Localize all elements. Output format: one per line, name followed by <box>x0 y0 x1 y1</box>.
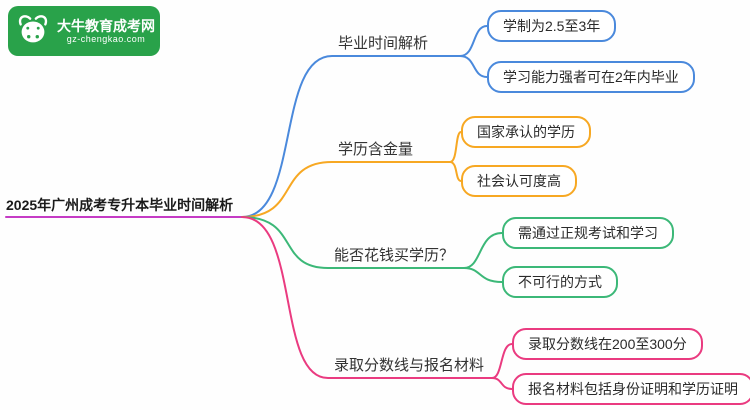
branch-orange-connectors <box>241 131 462 218</box>
branch-graduation-time: 毕业时间解析 <box>338 35 429 52</box>
leaf-materials: 报名材料包括身份证明和学历证明 <box>512 373 750 405</box>
logo-title: 大牛教育成考网 <box>57 17 155 34</box>
branch-degree-value: 学历含金量 <box>338 141 414 158</box>
branch-score-materials: 录取分数线与报名材料 <box>334 357 485 374</box>
branch-blue-connectors <box>241 25 488 218</box>
branch-green-connectors <box>241 216 503 283</box>
leaf-formal-exam: 需通过正规考试和学习 <box>502 217 674 249</box>
site-logo: 大牛教育成考网 gz-chengkao.com <box>8 6 160 56</box>
logo-domain: gz-chengkao.com <box>66 33 146 44</box>
leaf-score-range: 录取分数线在200至300分 <box>512 328 703 360</box>
leaf-social-recognition: 社会认可度高 <box>461 165 577 197</box>
logo-text: 大牛教育成考网 gz-chengkao.com <box>57 18 155 44</box>
leaf-not-feasible: 不可行的方式 <box>502 266 618 298</box>
leaf-fast-graduation: 学习能力强者可在2年内毕业 <box>487 61 695 93</box>
leaf-state-recognized: 国家承认的学历 <box>461 116 591 148</box>
branch-buy-degree: 能否花钱买学历？ <box>334 247 455 264</box>
leaf-study-length: 学制为2.5至3年 <box>487 10 617 42</box>
root-node: 2025年广州成考专升本毕业时间解析 <box>6 197 234 213</box>
branch-pink-connectors <box>241 216 513 390</box>
bull-logo-icon <box>18 15 48 43</box>
